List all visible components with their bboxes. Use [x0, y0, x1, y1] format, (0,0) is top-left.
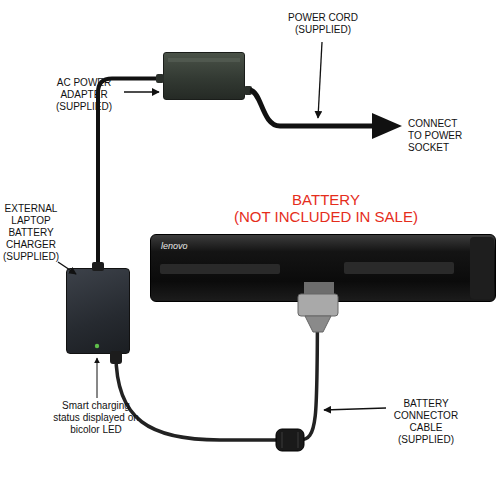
- callout-label: Smart charging status displayed on bicol…: [50, 400, 142, 436]
- leader-arrow: [324, 408, 386, 410]
- power-adapter: AC POWER ADAPTER (SUPPLIED): [163, 52, 245, 100]
- ferrite-bead: [276, 429, 304, 451]
- ferrite-ridge: [298, 432, 299, 448]
- plug-strain-relief: [305, 316, 331, 332]
- ferrite-ridge: [282, 432, 283, 448]
- battery-note: (NOT INCLUDED IN SALE): [226, 208, 426, 225]
- power-cord: [250, 90, 374, 126]
- laptop-battery: BATTERY(NOT INCLUDED IN SALE)lenovo: [150, 234, 496, 302]
- battery-heading: BATTERY: [226, 191, 426, 208]
- leader-line: [97, 358, 98, 398]
- callout-text: AC POWER ADAPTER (SUPPLIED): [47, 77, 121, 113]
- power-cord-arrow: [372, 113, 402, 139]
- cable: [116, 302, 318, 440]
- battery-charger: EXTERNAL LAPTOP BATTERY CHARGER (SUPPLIE…: [66, 268, 130, 354]
- strain-relief: [244, 86, 252, 95]
- callout-label: POWER CORD (SUPPLIED): [278, 12, 368, 36]
- leader-arrow: [318, 42, 322, 118]
- callout-label: CONNECT TO POWER SOCKET: [408, 118, 470, 154]
- callout-text: EXTERNAL LAPTOP BATTERY CHARGER (SUPPLIE…: [1, 203, 61, 263]
- brand-mark: lenovo: [161, 241, 211, 251]
- leader-arrow: [124, 91, 159, 92]
- callout-label: BATTERY CONNECTOR CABLE (SUPPLIED): [390, 398, 462, 446]
